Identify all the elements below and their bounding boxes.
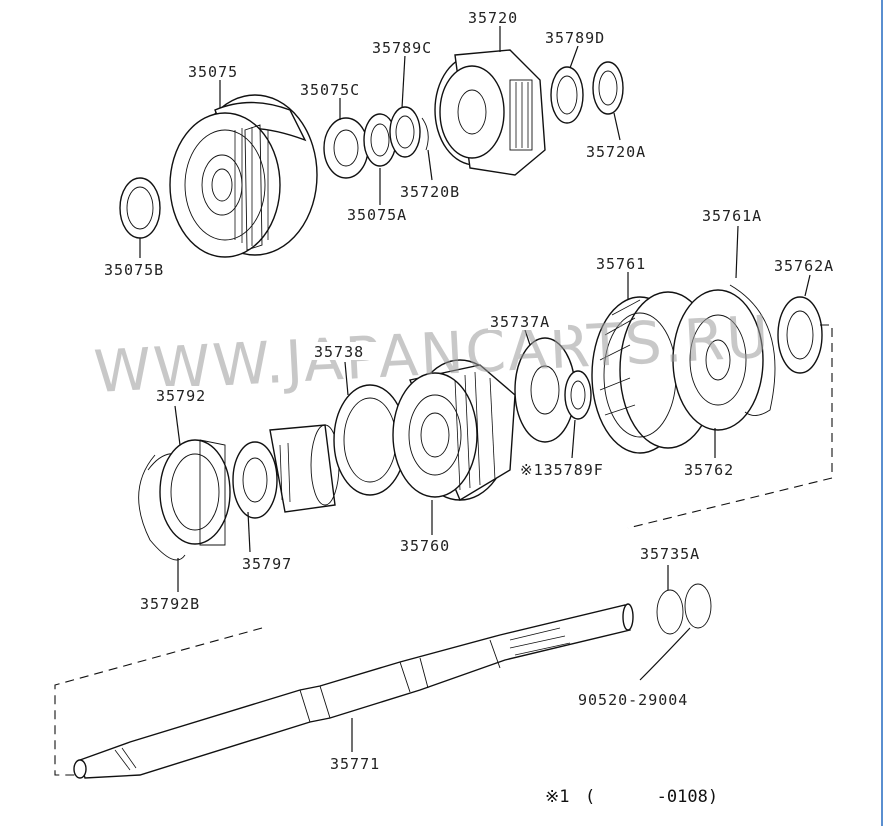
label-35735A[interactable]: 35735A [638, 544, 718, 563]
svg-text:35075: 35075 [188, 63, 238, 81]
svg-text:35075C: 35075C [300, 81, 360, 99]
drum-35762[interactable] [672, 289, 764, 431]
svg-text:35797: 35797 [242, 555, 292, 573]
label-90520-29004[interactable]: 90520-29004 [576, 690, 704, 709]
dashed-bracket-left [54, 627, 263, 776]
bearing-35792[interactable] [159, 439, 231, 546]
label-35761[interactable]: 35761 [594, 254, 660, 273]
bearing-35720A[interactable] [592, 61, 624, 115]
svg-text:35762A: 35762A [774, 257, 834, 275]
svg-text:35738: 35738 [314, 343, 364, 361]
svg-text:35771: 35771 [330, 755, 380, 773]
leader-35720A [613, 112, 621, 141]
label-35789C[interactable]: 35789C [370, 38, 450, 57]
clip-35720B[interactable] [421, 117, 429, 151]
svg-text:35720A: 35720A [586, 143, 646, 161]
footnote-mark: ※1 [545, 787, 569, 807]
label-35738[interactable]: 35738 [312, 342, 378, 361]
leader-90520 [639, 627, 691, 681]
label-35075C[interactable]: 35075C [298, 80, 378, 99]
snap-ring-35761A[interactable] [729, 284, 776, 416]
bearing-35762A[interactable] [777, 296, 823, 374]
svg-text:35720B: 35720B [400, 183, 460, 201]
leader-35762A [804, 274, 811, 297]
leader-35792 [174, 405, 181, 446]
label-35762[interactable]: 35762 [682, 460, 748, 479]
shaft-35771[interactable] [73, 603, 634, 779]
washer-35075B[interactable] [119, 177, 161, 239]
label-35760[interactable]: 35760 [398, 536, 464, 555]
label-35720A[interactable]: 35720A [584, 142, 664, 161]
label-35075B[interactable]: 35075B [102, 260, 182, 279]
leader-35789C [401, 54, 406, 109]
label-35761A[interactable]: 35761A [700, 206, 780, 225]
label-35797[interactable]: 35797 [240, 554, 306, 573]
svg-text:※135789F: ※135789F [520, 461, 604, 479]
rings-35735A[interactable] [656, 583, 712, 635]
svg-text:35792: 35792 [156, 387, 206, 405]
leader-35761A [735, 225, 739, 279]
bearing-35075A[interactable] [363, 113, 397, 167]
svg-text:35762: 35762 [684, 461, 734, 479]
label-35771[interactable]: 35771 [328, 754, 394, 773]
label-35792[interactable]: 35792 [154, 386, 220, 405]
svg-text:90520-29004: 90520-29004 [578, 691, 688, 709]
label-35075A[interactable]: 35075A [345, 205, 425, 224]
footnote-range: ( -0108) [585, 787, 718, 807]
svg-text:35761A: 35761A [702, 207, 762, 225]
race-35789C[interactable] [389, 106, 421, 158]
svg-text:35761: 35761 [596, 255, 646, 273]
svg-text:35789D: 35789D [545, 29, 605, 47]
label-35789D[interactable]: 35789D [542, 28, 622, 47]
leader-35789D [569, 45, 579, 69]
label-35792B[interactable]: 35792B [138, 594, 218, 613]
svg-text:35789C: 35789C [372, 39, 432, 57]
label-35720[interactable]: 35720 [465, 8, 531, 27]
race-35789F[interactable] [564, 370, 592, 420]
leader-35797 [247, 511, 251, 553]
drum-35075[interactable] [169, 94, 318, 258]
svg-text:35792B: 35792B [140, 595, 200, 613]
svg-text:35760: 35760 [400, 537, 450, 555]
label-35720B[interactable]: 35720B [398, 182, 478, 201]
label-35762A[interactable]: 35762A [772, 256, 852, 275]
leader-35737A [524, 329, 531, 346]
sleeve-35797[interactable] [232, 424, 340, 519]
label-35737A[interactable]: 35737A [488, 312, 568, 331]
leader-35738 [344, 361, 349, 396]
label-35789F[interactable]: ※135789F [518, 460, 628, 479]
carrier-35720[interactable] [434, 49, 546, 176]
svg-text:35075A: 35075A [347, 206, 407, 224]
svg-text:35737A: 35737A [490, 313, 550, 331]
svg-text:35720: 35720 [468, 9, 518, 27]
label-35075[interactable]: 35075 [186, 62, 252, 81]
race-35789D[interactable] [550, 66, 584, 124]
dashed-bracket-right [627, 324, 833, 529]
washer-35075C[interactable] [323, 117, 369, 179]
svg-text:35075B: 35075B [104, 261, 164, 279]
gear-35760[interactable] [392, 359, 516, 502]
svg-text:35735A: 35735A [640, 545, 700, 563]
leader-35789F [571, 419, 576, 459]
leader-35720B [427, 149, 433, 181]
